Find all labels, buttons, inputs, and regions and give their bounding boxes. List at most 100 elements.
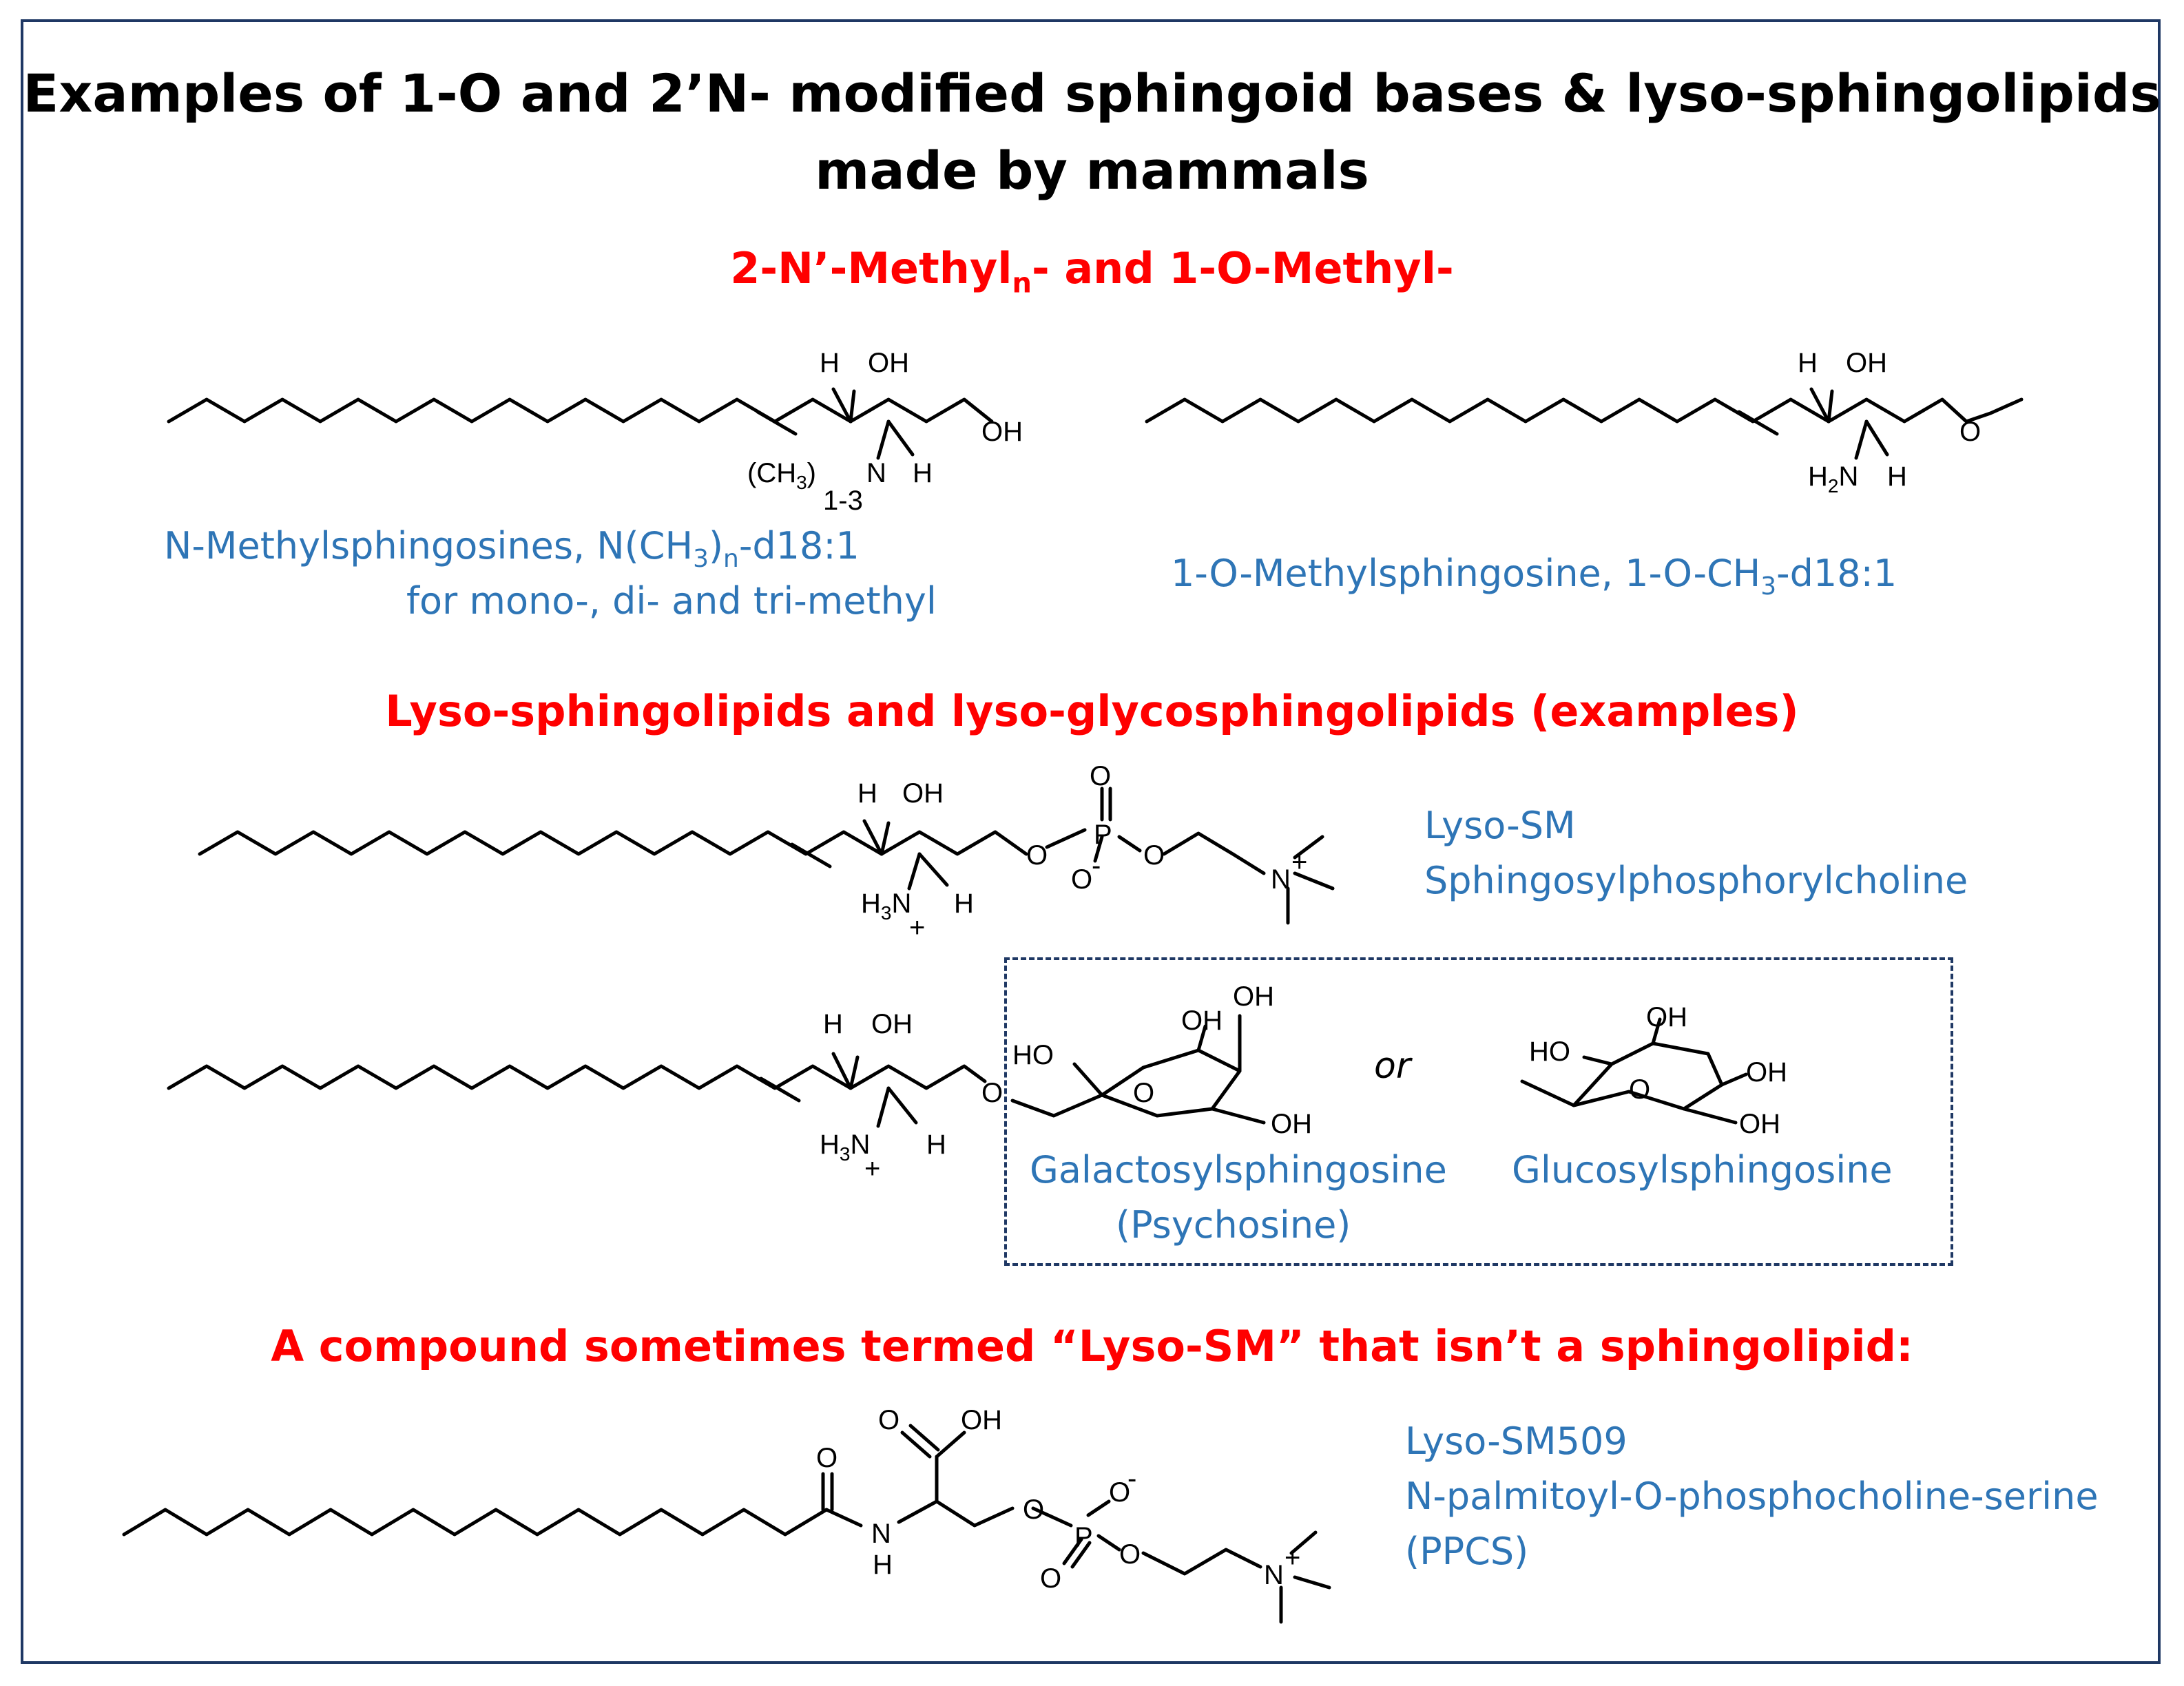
svg-text:OH: OH bbox=[1739, 1109, 1780, 1139]
svg-text:OH: OH bbox=[961, 1405, 1002, 1435]
caption-ppcs-abbrev: (PPCS) bbox=[1405, 1530, 1529, 1573]
caption-lyso-sm509: Lyso-SM509 bbox=[1405, 1419, 1627, 1463]
atom-oh: OH bbox=[1846, 348, 1887, 378]
caption-n-methyl-note: for mono-, di- and tri-methyl bbox=[406, 579, 937, 623]
caption-n-methylsphingosines: N-Methylsphingosines, N(CH3)n-d18:1 bbox=[164, 524, 860, 573]
svg-text:P: P bbox=[1074, 1522, 1093, 1552]
alkyl-chain bbox=[167, 397, 853, 424]
svg-text:HO: HO bbox=[1012, 1040, 1054, 1070]
section-heading-compound: A compound sometimes termed “Lyso-SM” th… bbox=[271, 1321, 1913, 1371]
trans-double-bond bbox=[790, 842, 832, 868]
svg-text:O: O bbox=[1071, 864, 1092, 895]
atom-h-2: H bbox=[1887, 461, 1907, 492]
svg-text:+: + bbox=[1285, 1543, 1300, 1573]
figure-frame bbox=[21, 19, 2161, 1664]
svg-text:O: O bbox=[816, 1443, 838, 1473]
structure-ppcs: O N H O OH O P O - O O N + bbox=[122, 1405, 1331, 1624]
caption-galactosylsphingosine: Galactosylsphingosine bbox=[1030, 1148, 1447, 1191]
h-hash-2 bbox=[1864, 419, 1889, 457]
trans-double-bond bbox=[756, 410, 798, 436]
svg-text:O: O bbox=[878, 1405, 899, 1435]
svg-text:-: - bbox=[1127, 1464, 1136, 1494]
figure-title-line2: made by mammals bbox=[815, 140, 1369, 201]
caption-ppcs-name: N-palmitoyl-O-phosphocholine-serine bbox=[1405, 1475, 2099, 1518]
alkyl-chain bbox=[1145, 397, 1831, 424]
structure-n-methylsphingosine: H OH OH N H (CH3) 1-3 bbox=[167, 348, 1023, 516]
svg-text:H3N: H3N bbox=[861, 888, 911, 924]
figure-title-line1: Examples of 1-O and 2’N- modified sphing… bbox=[23, 63, 2161, 124]
h-hash bbox=[831, 387, 853, 424]
backbone bbox=[1827, 397, 2024, 424]
svg-text:N: N bbox=[1271, 864, 1291, 895]
glucose-ring: HO O OH OH OH bbox=[1520, 1002, 1787, 1139]
atom-n: N bbox=[866, 458, 886, 488]
svg-text:HO: HO bbox=[1529, 1037, 1570, 1067]
atom-oh-terminal: OH bbox=[981, 417, 1023, 447]
svg-text:O: O bbox=[1119, 1539, 1141, 1570]
svg-text:O: O bbox=[981, 1078, 1003, 1108]
or-label: or bbox=[1374, 1045, 1411, 1087]
svg-text:O: O bbox=[1143, 840, 1165, 871]
structure-glycosylsphingosine: H OH O H3N + H bbox=[167, 1009, 1003, 1184]
alkyl-chain bbox=[122, 1508, 829, 1537]
svg-text:P: P bbox=[1094, 820, 1112, 850]
galactose-ring: HO O OH OH OH bbox=[1010, 981, 1312, 1139]
atom-h2n: H2N bbox=[1808, 461, 1858, 497]
svg-text:+: + bbox=[909, 913, 925, 943]
svg-text:-: - bbox=[1092, 851, 1101, 881]
alkyl-chain bbox=[167, 1064, 853, 1090]
svg-text:OH: OH bbox=[1181, 1006, 1223, 1036]
atom-o: O bbox=[1959, 417, 1981, 447]
svg-text:O: O bbox=[1026, 840, 1048, 871]
svg-text:H: H bbox=[926, 1130, 946, 1160]
svg-text:H: H bbox=[873, 1550, 893, 1580]
backbone bbox=[849, 397, 994, 424]
svg-text:H: H bbox=[954, 888, 974, 919]
backbone bbox=[849, 1064, 987, 1090]
caption-glucosylsphingosine: Glucosylsphingosine bbox=[1512, 1148, 1893, 1191]
svg-text:O: O bbox=[1023, 1495, 1044, 1525]
alternatives-box bbox=[1004, 957, 1953, 1266]
svg-text:O: O bbox=[1629, 1074, 1650, 1105]
trans-double-bond bbox=[759, 1076, 801, 1103]
atom-h: H bbox=[1798, 348, 1818, 378]
svg-text:+: + bbox=[864, 1154, 880, 1184]
atom-ch3: (CH3) bbox=[747, 458, 816, 493]
atom-oh: OH bbox=[868, 348, 909, 378]
oh-wedge bbox=[849, 389, 856, 424]
atom-subscript-1-3: 1-3 bbox=[823, 486, 863, 516]
section-heading-lyso: Lyso-sphingolipids and lyso-glycosphingo… bbox=[385, 686, 1799, 736]
svg-text:OH: OH bbox=[1271, 1109, 1312, 1139]
section-heading-methyl: 2-N’-Methyln- and 1-O-Methyl- bbox=[730, 243, 1454, 300]
alkyl-chain bbox=[198, 830, 884, 856]
trans-double-bond bbox=[1737, 410, 1779, 436]
oh-wedge bbox=[1827, 389, 1834, 424]
n-bond bbox=[1854, 419, 1869, 460]
svg-text:N: N bbox=[1264, 1560, 1284, 1590]
caption-o-methylsphingosine: 1-O-Methylsphingosine, 1-O-CH3-d18:1 bbox=[1171, 552, 1897, 601]
svg-text:O: O bbox=[1040, 1563, 1061, 1594]
svg-text:OH: OH bbox=[1233, 981, 1274, 1012]
svg-text:O: O bbox=[1090, 761, 1111, 791]
n-bond bbox=[876, 419, 891, 460]
svg-text:OH: OH bbox=[1746, 1057, 1787, 1087]
svg-text:O: O bbox=[1109, 1477, 1130, 1508]
caption-sphingosylphosphorylcholine: Sphingosylphosphorylcholine bbox=[1424, 859, 1968, 902]
svg-text:OH: OH bbox=[902, 778, 944, 809]
atom-h: H bbox=[820, 348, 840, 378]
svg-text:H: H bbox=[857, 778, 877, 809]
svg-text:H: H bbox=[823, 1009, 843, 1039]
svg-text:OH: OH bbox=[1646, 1002, 1687, 1032]
backbone bbox=[880, 830, 1028, 856]
structure-o-methylsphingosine: H OH O H2N H bbox=[1145, 348, 2024, 497]
svg-text:N: N bbox=[871, 1519, 891, 1549]
atom-h-2: H bbox=[913, 458, 933, 488]
caption-psychosine: (Psychosine) bbox=[1116, 1203, 1351, 1247]
h-hash bbox=[1809, 387, 1831, 424]
svg-text:OH: OH bbox=[871, 1009, 913, 1039]
caption-lyso-sm: Lyso-SM bbox=[1424, 804, 1576, 847]
structure-lyso-sm: H OH O O P O - O N + H3N + H bbox=[198, 761, 1335, 943]
svg-text:H3N: H3N bbox=[820, 1130, 870, 1165]
h-hash-2 bbox=[886, 419, 915, 457]
